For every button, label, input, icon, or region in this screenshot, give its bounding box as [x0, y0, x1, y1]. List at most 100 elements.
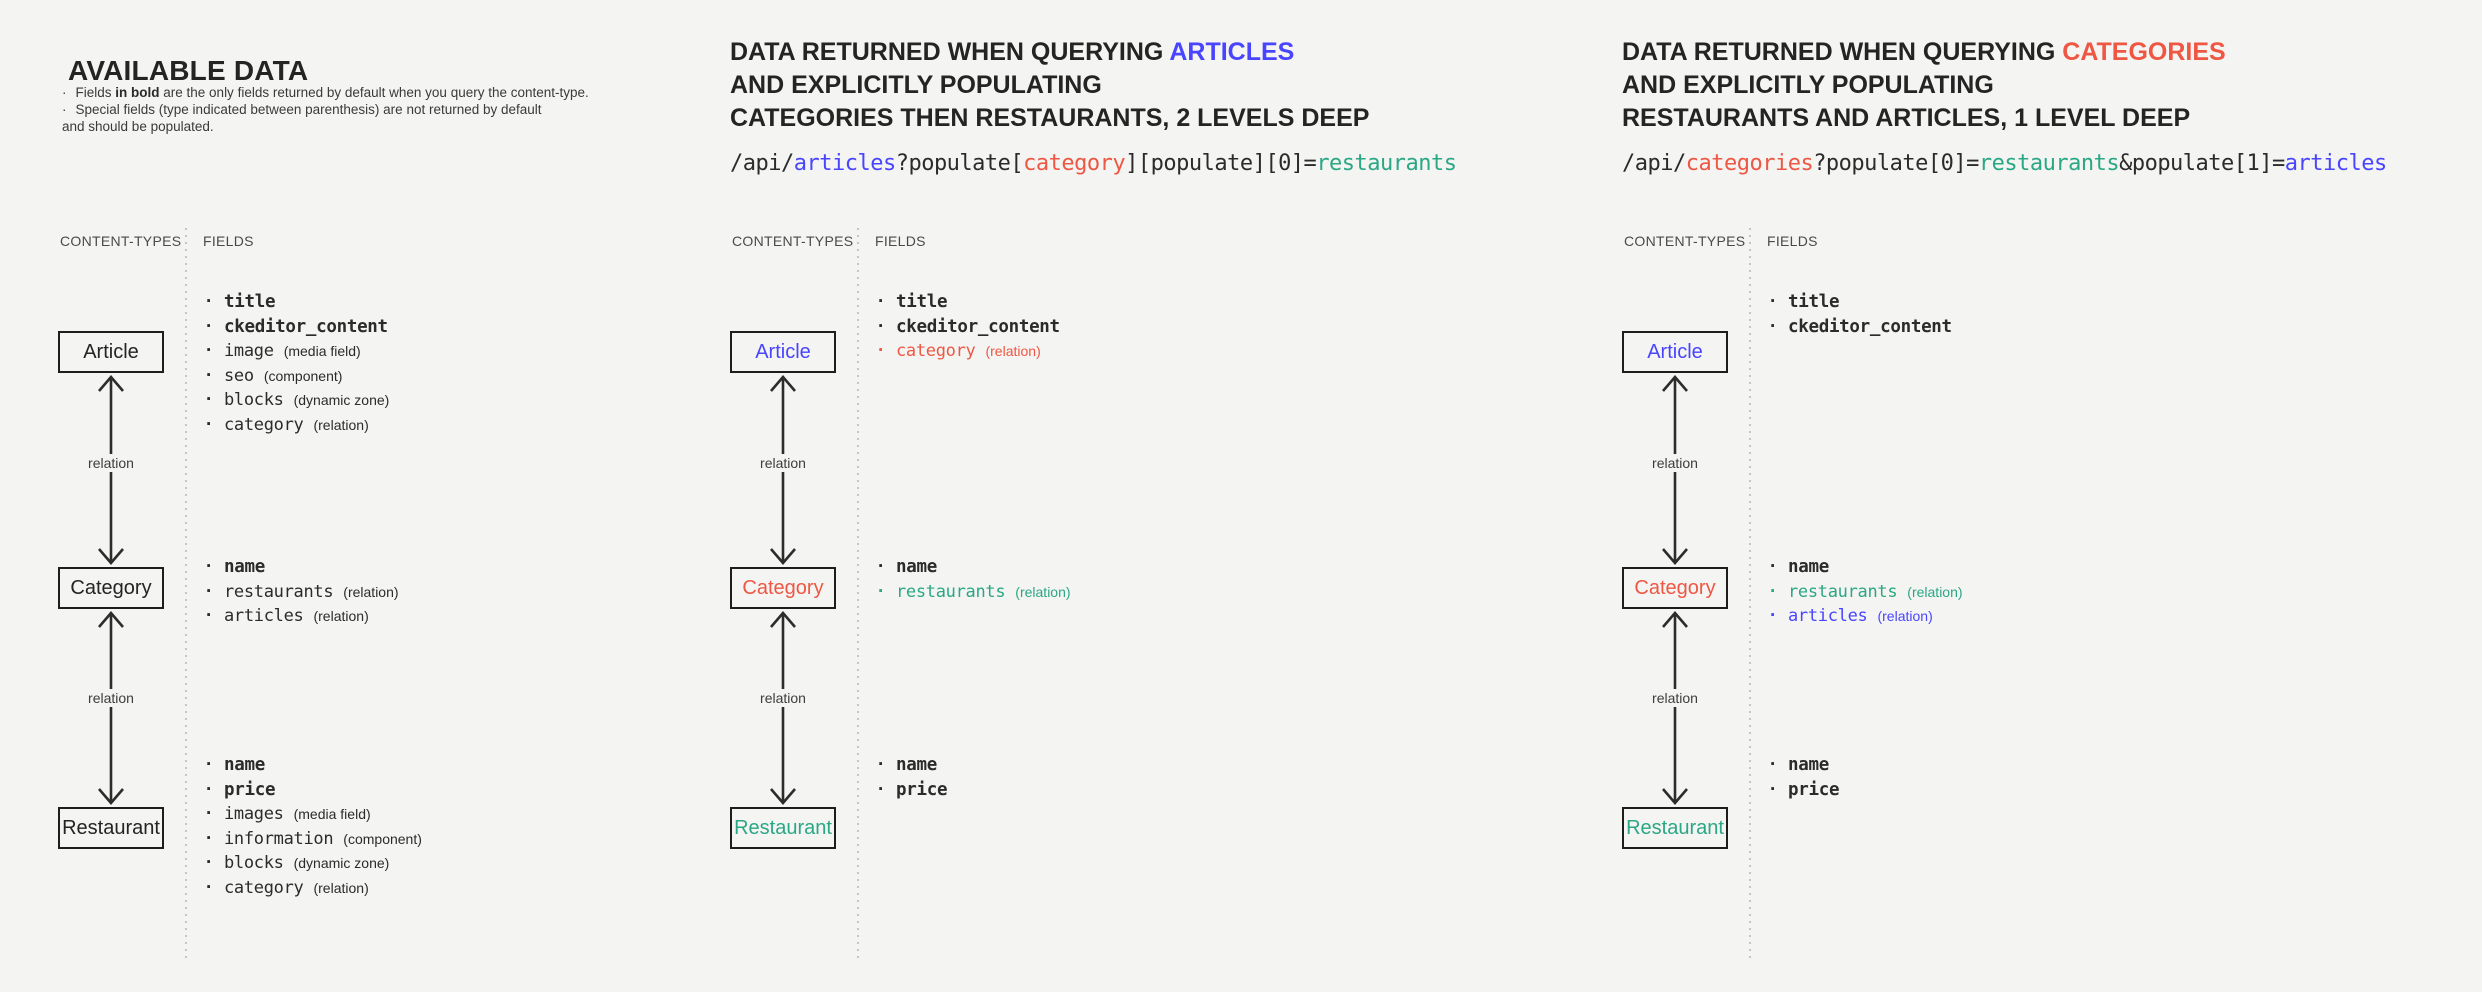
legend-note: · Fields in bold are the only fields ret…: [62, 84, 602, 101]
title-line-3: RESTAURANTS AND ARTICLES, 1 LEVEL DEEP: [1622, 104, 2191, 132]
field-row: ·ckeditor_content: [878, 315, 1060, 337]
highlighted-term: ARTICLES: [1169, 38, 1295, 66]
field-row: ·category(relation): [878, 340, 1041, 362]
panel-title: DATA RETURNED WHEN QUERYING ARTICLES AND…: [730, 36, 1369, 135]
bullet-icon: ·: [206, 827, 213, 849]
code-segment: &populate[1]=: [2119, 151, 2285, 176]
column-header-fields: FIELDS: [1767, 233, 1818, 249]
bullet-icon: ·: [206, 389, 213, 411]
relation-arrow-icon: [98, 611, 124, 805]
page-title: AVAILABLE DATA: [68, 54, 309, 86]
category-field-list: ·name ·restaurants(relation) ·articles(r…: [1770, 555, 1963, 629]
relation-label: relation: [755, 689, 811, 707]
field-row: ·images(media field): [206, 803, 371, 825]
relation-label: relation: [83, 689, 139, 707]
bullet-icon: ·: [878, 556, 885, 578]
node-label: Article: [755, 340, 811, 363]
field-row: ·restaurants(relation): [1770, 580, 1963, 602]
code-segment: /api/: [730, 151, 794, 176]
field-row: ·title: [878, 291, 948, 313]
restaurant-field-list: ·name ·price: [878, 753, 947, 802]
column-header-content-types: CONTENT-TYPES: [60, 233, 182, 249]
note-text-continued: and should be populated.: [62, 119, 214, 134]
title-line-3: CATEGORIES THEN RESTAURANTS, 2 LEVELS DE…: [730, 104, 1370, 132]
code-segment: category: [1023, 151, 1126, 176]
bullet-icon: ·: [206, 803, 213, 825]
bullet-icon: ·: [1770, 778, 1777, 800]
note-text: Special fields (type indicated between p…: [75, 102, 542, 117]
bullet-icon: ·: [206, 852, 213, 874]
field-row: ·restaurants(relation): [878, 580, 1071, 602]
title-line-2: AND EXPLICITLY POPULATING: [1622, 71, 1994, 99]
column-divider: [857, 228, 859, 958]
field-row: ·articles(relation): [206, 605, 369, 627]
column-header-content-types: CONTENT-TYPES: [1624, 233, 1746, 249]
article-field-list: ·title ·ckeditor_content ·category(relat…: [878, 290, 1060, 364]
node-label: Restaurant: [1626, 816, 1724, 839]
field-row: ·ckeditor_content: [1770, 315, 1952, 337]
api-query-url: /api/articles?populate[category][populat…: [730, 151, 1457, 176]
field-row: ·ckeditor_content: [206, 315, 388, 337]
code-segment: ?populate[0]=: [1813, 151, 1979, 176]
field-row: ·name: [1770, 556, 1829, 578]
relation-label: relation: [83, 454, 139, 472]
node-article: Article: [58, 331, 164, 373]
bullet-icon: ·: [878, 291, 885, 313]
field-row: ·name: [878, 754, 937, 776]
field-row: ·price: [206, 778, 276, 800]
bullet-icon: ·: [206, 580, 213, 602]
bullet-icon: ·: [1770, 291, 1777, 313]
relation-label: relation: [755, 454, 811, 472]
node-label: Category: [742, 576, 824, 599]
bullet-icon: ·: [206, 605, 213, 627]
bullet-icon: ·: [206, 291, 213, 313]
node-category: Category: [730, 567, 836, 609]
field-row: ·title: [206, 291, 276, 313]
bullet-icon: ·: [878, 778, 885, 800]
field-row: ·price: [1770, 778, 1840, 800]
bullet-icon: ·: [1770, 754, 1777, 776]
code-segment: restaurants: [1316, 151, 1457, 176]
node-label: Restaurant: [62, 816, 160, 839]
relation-label: relation: [1647, 689, 1703, 707]
bullet-icon: ·: [206, 364, 213, 386]
note-text: Fields in bold are the only fields retur…: [75, 85, 589, 100]
bullet-icon: ·: [206, 876, 213, 898]
panel-available-data: AVAILABLE DATA · Fields in bold are the …: [58, 0, 708, 992]
code-segment: ][populate][0]=: [1125, 151, 1317, 176]
node-article: Article: [1622, 331, 1728, 373]
restaurant-field-list: ·name ·price ·images(media field) ·infor…: [206, 753, 422, 900]
code-segment: articles: [793, 151, 896, 176]
node-label: Category: [70, 576, 152, 599]
bullet-icon: ·: [1770, 556, 1777, 578]
code-segment: articles: [2284, 151, 2387, 176]
code-segment: /api/: [1622, 151, 1686, 176]
panel-query-articles: DATA RETURNED WHEN QUERYING ARTICLES AND…: [730, 0, 1457, 992]
title-line-1: DATA RETURNED WHEN QUERYING ARTICLES: [730, 38, 1295, 66]
node-label: Article: [1647, 340, 1703, 363]
node-category: Category: [58, 567, 164, 609]
relation-arrow-icon: [1662, 611, 1688, 805]
article-field-list: ·title ·ckeditor_content: [1770, 290, 1952, 339]
field-row: ·articles(relation): [1770, 605, 1933, 627]
node-restaurant: Restaurant: [730, 807, 836, 849]
field-row: ·title: [1770, 291, 1840, 313]
restaurant-field-list: ·name ·price: [1770, 753, 1839, 802]
highlighted-term: CATEGORIES: [2062, 38, 2226, 66]
legend-notes: · Fields in bold are the only fields ret…: [62, 84, 602, 135]
api-query-url: /api/categories?populate[0]=restaurants&…: [1622, 151, 2387, 176]
bullet-icon: ·: [878, 315, 885, 337]
column-header-fields: FIELDS: [203, 233, 254, 249]
field-row: ·name: [1770, 754, 1829, 776]
panel-title: DATA RETURNED WHEN QUERYING CATEGORIES A…: [1622, 36, 2226, 135]
field-row: ·blocks(dynamic zone): [206, 389, 390, 411]
field-row: ·name: [206, 754, 265, 776]
node-label: Article: [83, 340, 139, 363]
bullet-icon: ·: [206, 778, 213, 800]
column-header-content-types: CONTENT-TYPES: [732, 233, 854, 249]
code-segment: categories: [1685, 151, 1814, 176]
code-segment: restaurants: [1978, 151, 2120, 176]
bullet-icon: ·: [878, 754, 885, 776]
relation-label: relation: [1647, 454, 1703, 472]
relation-arrow-icon: [770, 611, 796, 805]
